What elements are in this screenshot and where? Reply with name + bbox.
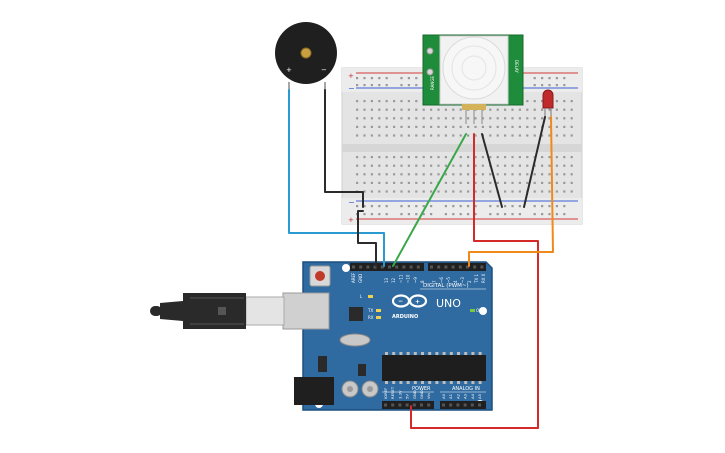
- mount-hole: [479, 307, 487, 315]
- rail-minus-label-bottom: −: [348, 198, 355, 207]
- digital-pin-label: 4: [453, 280, 458, 283]
- wires: [288, 89, 554, 429]
- red-led[interactable]: [542, 89, 554, 117]
- analog-pin-label: A3: [463, 393, 468, 399]
- pir-pin-header: [462, 104, 486, 110]
- analog-pin-label: A5: [477, 393, 482, 399]
- digital-header-left: [350, 263, 424, 271]
- l-led: [368, 295, 373, 298]
- digital-pin-label: ~6: [439, 277, 444, 283]
- l-led-label: L: [360, 294, 363, 299]
- buzzer-plus-label: +: [286, 66, 292, 74]
- wire-black-gnd[interactable]: [357, 210, 377, 267]
- digital-label: DIGITAL (PWM~): [423, 283, 469, 289]
- pir-pot-range[interactable]: [426, 47, 434, 55]
- aref-label: AREF: [351, 272, 356, 283]
- analog-pin-label: A0: [441, 393, 446, 399]
- svg-text:+: +: [415, 299, 420, 306]
- rx-led-label: RX: [368, 315, 374, 320]
- on-led: [470, 309, 475, 312]
- atmega-chip-pins: [385, 352, 482, 384]
- usb-cable-end: [150, 306, 162, 316]
- analog-pin-label: A4: [470, 393, 475, 399]
- analog-header: [440, 401, 486, 409]
- pir-motion-sensor[interactable]: RANGE DELAY: [422, 34, 524, 124]
- wire-red[interactable]: [410, 133, 539, 429]
- digital-pin-label: ~9: [413, 277, 418, 283]
- rail-plus-label-bottom: +: [348, 216, 354, 224]
- mount-hole: [342, 264, 350, 272]
- usb-plug-metal: [245, 296, 285, 326]
- analog-label: ANALOG IN: [452, 386, 480, 392]
- on-led-label: ON: [476, 308, 482, 313]
- svg-text:−: −: [398, 298, 403, 305]
- tx-led-label: TX: [367, 308, 373, 313]
- voltage-regulator: [318, 356, 327, 372]
- gnd-label: GND: [358, 274, 363, 283]
- rx-led: [376, 316, 381, 319]
- digital-pin-label: ~3: [460, 277, 465, 283]
- power-pin-label: IOREF: [383, 388, 388, 399]
- power-pin-label: GND: [412, 390, 417, 399]
- wire-black-buzzer[interactable]: [324, 89, 364, 208]
- power-label: POWER: [412, 386, 431, 392]
- pir-right-label: DELAY: [514, 60, 519, 73]
- digital-pin-label: RX 0: [481, 273, 486, 283]
- arduino-brand: ARDUINO: [392, 314, 418, 320]
- digital-pin-label: ~10: [406, 274, 411, 283]
- breadboard-channel: [342, 144, 582, 152]
- power-jack[interactable]: [294, 377, 334, 405]
- digital-pin-label: 8: [420, 280, 425, 283]
- pir-left-label: RANGE: [430, 76, 435, 90]
- analog-pin-label: A1: [448, 393, 453, 399]
- tx-led: [376, 309, 381, 312]
- rail-plus-label-top: +: [348, 72, 354, 80]
- digital-pin-label: ~5: [446, 277, 451, 283]
- power-pin-label: GND: [419, 390, 424, 399]
- analog-pin-label: A2: [455, 393, 460, 399]
- wire-green[interactable]: [392, 133, 467, 267]
- power-pin-label: 5V: [405, 394, 410, 399]
- power-pin-label: 3.3V: [397, 390, 402, 399]
- digital-header-right: [428, 263, 486, 271]
- digital-pin-label: ~11: [398, 274, 403, 283]
- piezo-buzzer[interactable]: + −: [275, 22, 337, 90]
- usb-cable[interactable]: [150, 292, 330, 330]
- wire-orange[interactable]: [468, 116, 554, 267]
- usb-port: [282, 292, 330, 330]
- wire-blue[interactable]: [288, 89, 385, 267]
- crystal: [339, 333, 371, 347]
- header-pin-holes: [352, 265, 484, 407]
- breadboard-holes: [356, 77, 573, 216]
- small-chip: [358, 364, 366, 376]
- digital-pin-label: TX 1: [474, 274, 479, 284]
- atmega-chip: [382, 355, 486, 381]
- wire-black-led[interactable]: [523, 116, 546, 208]
- usb-chip: [349, 307, 363, 321]
- digital-pin-label: 7: [432, 280, 437, 283]
- reset-button-cap: [315, 271, 325, 281]
- power-pin-label: RESET: [390, 386, 395, 399]
- digital-pin-label: 12: [391, 277, 396, 283]
- buzzer-center: [300, 47, 312, 59]
- pir-pot-delay[interactable]: [426, 68, 434, 76]
- wire-black-pir[interactable]: [481, 133, 503, 208]
- digital-pin-label: 2: [467, 280, 472, 283]
- arduino-logo: − +: [391, 294, 428, 308]
- rail-minus-label-top: −: [348, 84, 355, 93]
- power-pin-label: Vin: [426, 392, 431, 399]
- usb-plug-body: [183, 293, 246, 329]
- buzzer-minus-label: −: [321, 66, 327, 74]
- arduino-model: UNO: [436, 297, 461, 310]
- digital-pin-label: 13: [384, 277, 389, 283]
